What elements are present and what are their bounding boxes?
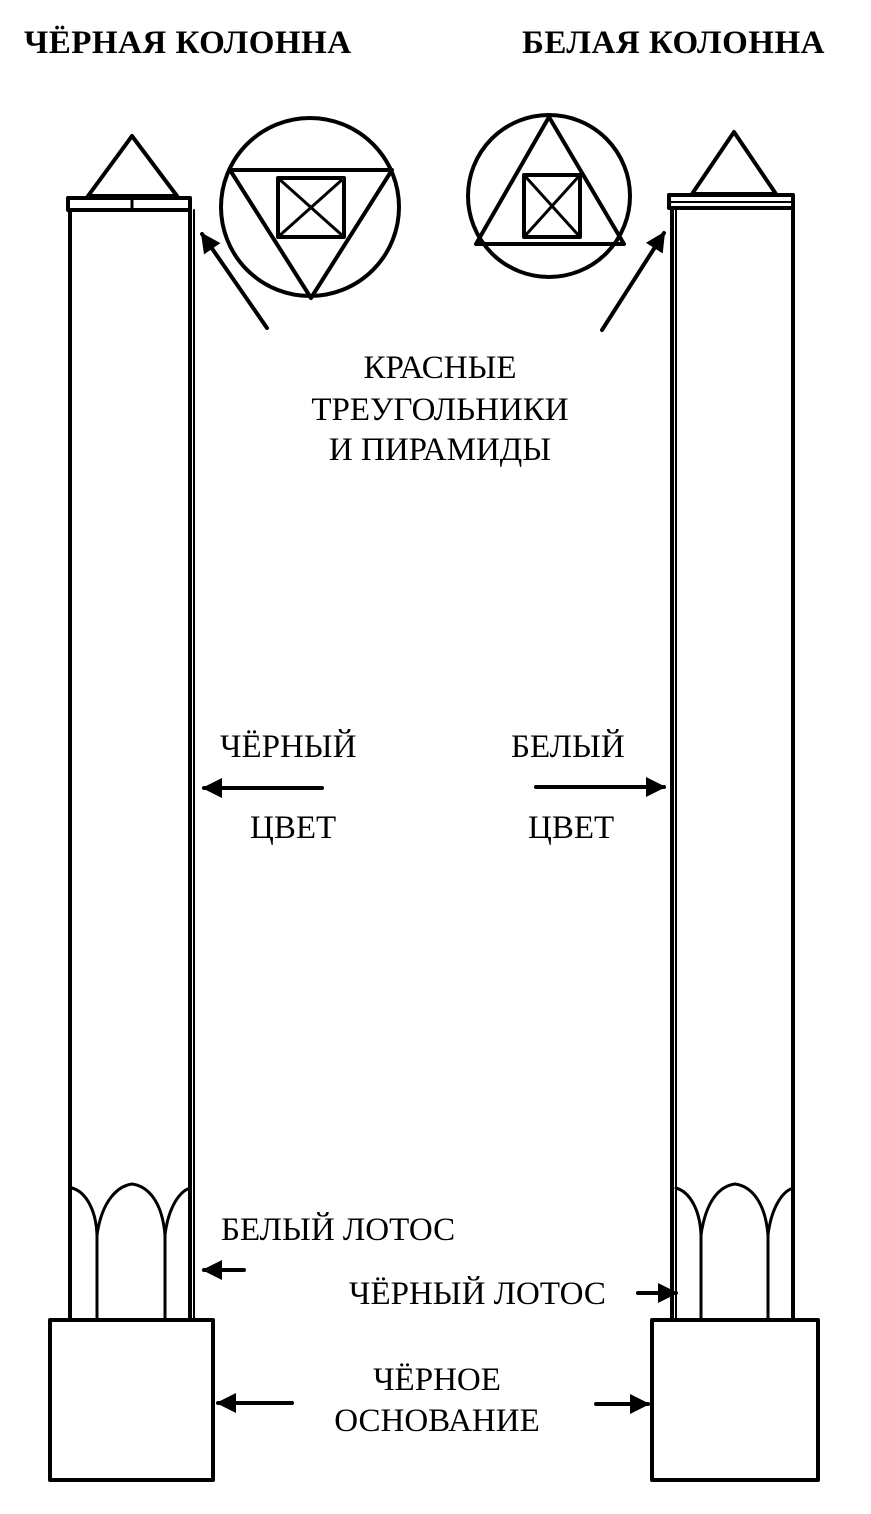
white-color-label: ЦВЕТ xyxy=(528,810,615,846)
white-column-shaft xyxy=(670,206,795,1322)
white-column-base xyxy=(650,1318,820,1482)
red-triangles-label-line1: КРАСНЫЕ xyxy=(363,350,517,386)
white-column-pyramid xyxy=(690,130,778,196)
upright-triangle-symbol xyxy=(466,113,632,279)
black-color-label: ЦВЕТ xyxy=(250,810,337,846)
red-triangles-label-line3: И ПИРАМИДЫ xyxy=(328,432,552,468)
black-base-label-line1: ЧЁРНОЕ xyxy=(373,1362,501,1398)
black-column-capital xyxy=(66,196,192,212)
black-column xyxy=(48,134,215,1482)
white-column-title: БЕЛАЯ КОЛОННА xyxy=(522,25,825,61)
arrow-to-black-pyramid xyxy=(200,232,269,330)
inverted-triangle-symbol xyxy=(219,116,401,300)
black-column-white-lotus xyxy=(70,1182,192,1322)
black-base-label-line2: ОСНОВАНИЕ xyxy=(334,1403,540,1439)
black-column-title: ЧЁРНАЯ КОЛОННА xyxy=(24,25,352,61)
black-column-pyramid xyxy=(86,134,179,198)
white-lotus-label: БЕЛЫЙ ЛОТОС xyxy=(221,1212,456,1248)
white-column xyxy=(650,130,820,1482)
black-label: ЧЁРНЫЙ xyxy=(220,729,357,765)
black-column-base xyxy=(48,1318,215,1482)
white-column-black-lotus xyxy=(674,1182,795,1322)
arrow-to-white-pyramid xyxy=(600,231,666,332)
red-triangles-label-line2: ТРЕУГОЛЬНИКИ xyxy=(311,392,569,428)
black-column-shaft xyxy=(68,208,195,1322)
white-label: БЕЛЫЙ xyxy=(511,729,625,765)
black-lotus-label: ЧЁРНЫЙ ЛОТОС xyxy=(349,1276,606,1312)
